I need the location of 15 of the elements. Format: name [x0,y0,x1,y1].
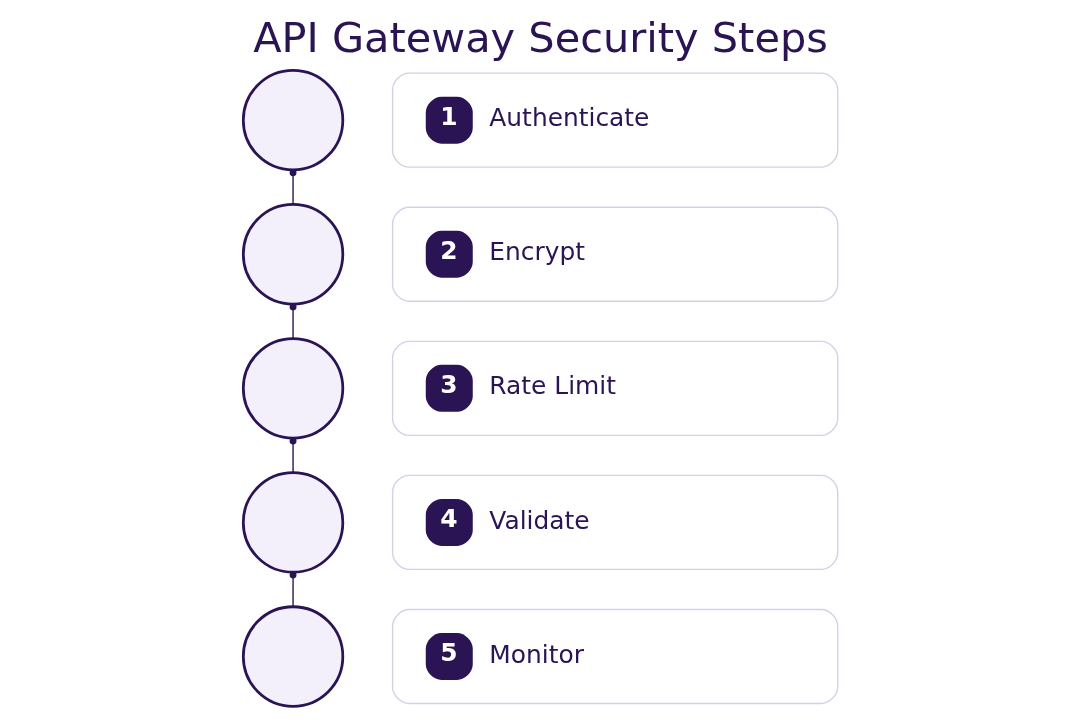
node-box: 4 Validate [391,474,838,571]
node-box: 1 Authenticate [391,72,838,168]
node-circle [241,203,344,306]
node-circle [241,69,344,172]
connector [289,571,296,608]
diagram-title: API Gateway Security Steps [252,14,828,63]
node-box: 5 Monitor [391,608,838,705]
node-box: 2 Encrypt [391,206,838,302]
node-box: 3 Rate Limit [391,340,838,437]
node-circle [241,471,344,574]
node-circle [241,605,344,708]
node-circle [241,337,344,440]
connector [289,169,296,205]
connector [289,303,296,339]
connector [289,437,296,473]
